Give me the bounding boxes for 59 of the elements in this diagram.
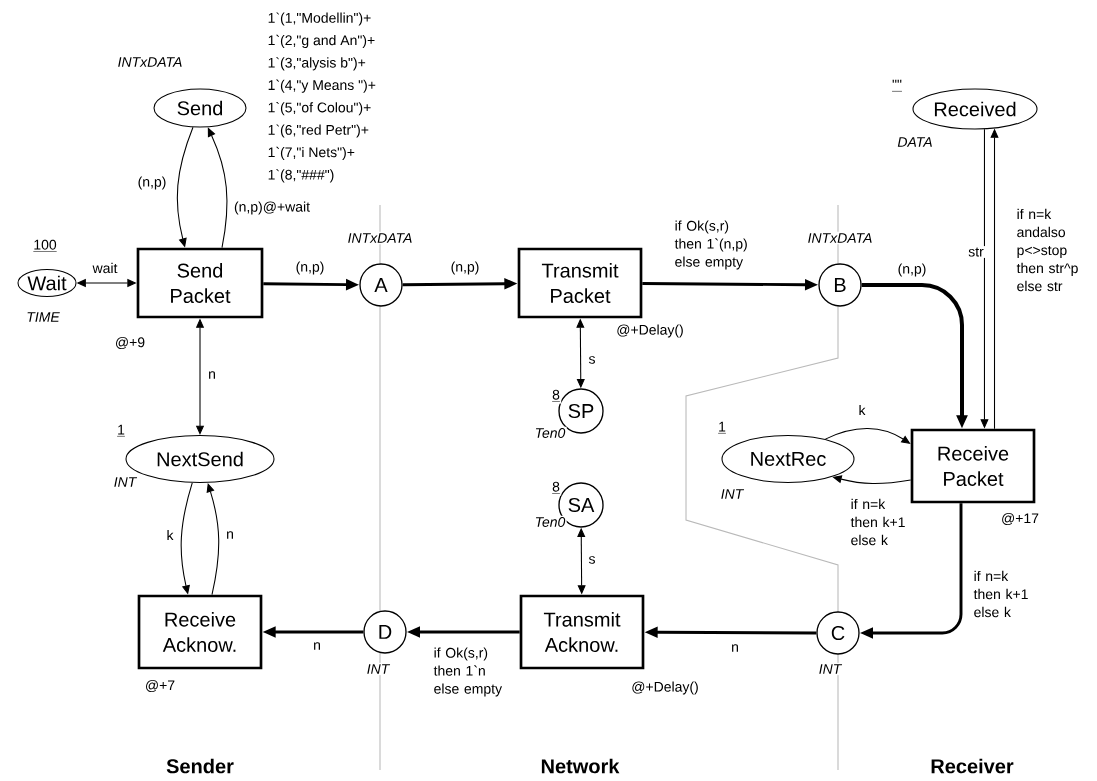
color-set-label: INTxDATA — [346, 231, 414, 245]
arc-inscription: n — [311, 640, 323, 652]
arc-inscription: s — [587, 354, 597, 366]
arc-inscription: k — [857, 403, 867, 417]
initial-marking: 8 — [550, 388, 562, 404]
initial-marking: 1`(7,"i Nets")+ — [266, 145, 357, 162]
arc-inscription: if n=k then k+1 else k — [972, 569, 1033, 619]
initial-marking: 1`(5,"of Colou")+ — [266, 100, 373, 117]
arc-inscription: if Ok(s,r) then 1`n else empty — [432, 646, 505, 698]
arc-inscription: (n,p) — [136, 175, 168, 191]
section-label: Receiver — [928, 757, 1016, 775]
time-label: @+7 — [143, 678, 177, 694]
color-set-label: INT — [719, 487, 745, 501]
time-label: @+Delay() — [614, 323, 686, 339]
initial-marking: 1 — [115, 423, 127, 439]
arc-inscription: (n,p) — [449, 260, 481, 276]
section-label: Sender — [164, 757, 236, 775]
section-label: Network — [539, 757, 621, 775]
arc-inscription: str — [966, 246, 986, 258]
arc-inscription: if Ok(s,r) then 1`(n,p) else empty — [673, 219, 754, 271]
arc — [207, 127, 228, 249]
transition-box: Receive Acknow. — [137, 594, 263, 670]
time-label: @+Delay() — [629, 680, 701, 696]
transition-box: Send Packet — [136, 247, 264, 319]
transition-box: Receive Packet — [910, 428, 1036, 504]
arc-inscription: n — [224, 529, 236, 541]
initial-marking: 100 — [32, 238, 58, 254]
arc-inscription: n — [729, 642, 741, 654]
arc-inscription: n — [206, 369, 218, 381]
initial-marking: 1`(8,"###") — [266, 167, 336, 184]
initial-marking: 1`(6,"red Petr")+ — [266, 123, 371, 139]
arc-inscription: if n=k then k+1 else k — [849, 497, 910, 547]
arc-inscription: k — [165, 528, 175, 542]
arc-inscription: wait — [91, 261, 119, 275]
transition-box: Transmit Packet — [517, 247, 643, 319]
initial-marking: 1`(3,"alysis b")+ — [266, 55, 368, 72]
color-set-label: INT — [365, 662, 391, 676]
initial-marking: 1`(2,"g and An")+ — [266, 33, 377, 50]
arc-inscription: (n,p) — [896, 262, 928, 278]
time-label: @+9 — [113, 335, 147, 351]
initial-marking: "" — [890, 78, 904, 94]
arc-inscription: (n,p) — [294, 260, 326, 276]
arc-inscription: s — [587, 554, 597, 566]
transition-box: Transmit Acknow. — [519, 594, 645, 670]
color-set-label: INTxDATA — [116, 55, 184, 69]
color-set-label: INTxDATA — [806, 231, 874, 245]
color-set-label: INT — [817, 662, 843, 676]
arc-inscription: if n=k andalso p<>stop then str^p else str — [1015, 207, 1084, 293]
arc — [824, 427, 911, 444]
color-set-label: Ten0 — [533, 426, 567, 440]
initial-marking: 1 — [716, 420, 728, 436]
color-set-label: TIME — [24, 310, 62, 324]
initial-marking: 1`(1,"Modellin")+ — [266, 11, 373, 27]
color-set-label: Ten0 — [533, 515, 567, 529]
initial-marking: 1`(4,"y Means ")+ — [266, 78, 378, 95]
arc-inscription: (n,p)@+wait — [232, 200, 312, 216]
color-set-label: DATA — [896, 135, 934, 149]
time-label: @+17 — [999, 511, 1041, 527]
initial-marking: 8 — [550, 480, 562, 496]
